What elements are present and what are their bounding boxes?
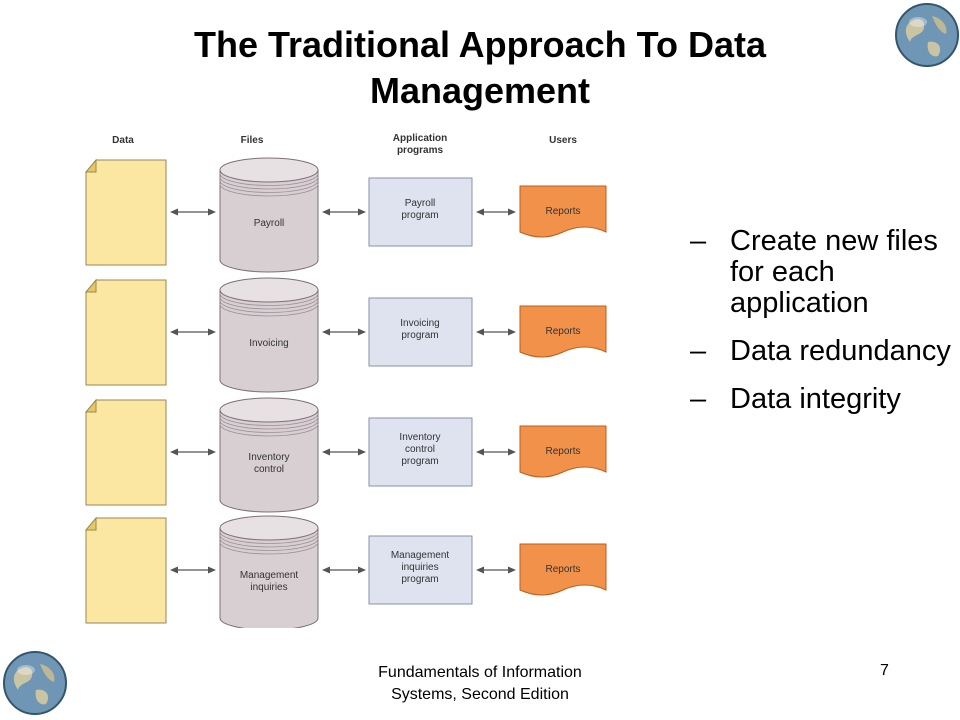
- bullet-item: –Create new files for each application: [690, 226, 958, 319]
- globe-icon: [3, 651, 67, 715]
- page-number: 7: [880, 662, 889, 679]
- cylinder-ring: [219, 423, 319, 437]
- data-file-arrow-head-left: [170, 566, 178, 574]
- file-program-arrow-head-left: [322, 208, 330, 216]
- data-document: [85, 399, 167, 506]
- program-box: [368, 417, 473, 487]
- data-document: [85, 279, 167, 386]
- column-header: Data: [112, 135, 134, 146]
- data-file-arrow-head-left: [170, 208, 178, 216]
- data-file-arrow-head-left: [170, 448, 178, 456]
- cylinder-top: [219, 397, 319, 423]
- cylinder-ring: [219, 413, 319, 426]
- cylinder-ring: [219, 531, 319, 544]
- program-user-arrow-head-right: [508, 328, 516, 336]
- document-fold: [84, 158, 97, 173]
- program-user-arrow-head-left: [476, 566, 484, 574]
- report-shape: [519, 305, 607, 358]
- cylinder-ring: [219, 541, 319, 555]
- file-program-arrow-head-right: [358, 208, 366, 216]
- cylinder-ring: [219, 183, 319, 197]
- cylinder-ring: [219, 176, 319, 190]
- program-user-arrow-head-right: [508, 208, 516, 216]
- program-box: [368, 297, 473, 367]
- report-shape: [519, 425, 607, 478]
- bullet-text: Data redundancy: [730, 335, 951, 367]
- program-user-arrow-head-right: [508, 566, 516, 574]
- cylinder-ring: [219, 296, 319, 310]
- footer-line: Fundamentals of Information: [378, 664, 582, 681]
- report-label: Reports: [545, 564, 580, 575]
- file-program-arrow-head-right: [358, 328, 366, 336]
- bullet-list: –Create new files for each application –…: [690, 226, 958, 432]
- file-cylinder: [219, 527, 319, 628]
- document-fold: [84, 398, 97, 413]
- bullet-dash: –: [690, 335, 707, 367]
- cylinder-ring: [219, 416, 319, 430]
- file-program-arrow-head-left: [322, 448, 330, 456]
- data-file-arrow-head-right: [208, 448, 216, 456]
- data-document: [85, 517, 167, 624]
- document-fold: [84, 516, 97, 531]
- data-file-arrow-head-right: [208, 208, 216, 216]
- program-box: [368, 177, 473, 247]
- file-cylinder: [219, 169, 319, 273]
- bullet-text: Data integrity: [730, 383, 901, 415]
- bullet-dash: –: [690, 225, 707, 257]
- cylinder-ring: [219, 173, 319, 186]
- document-fold: [84, 278, 97, 293]
- program-user-arrow-head-left: [476, 448, 484, 456]
- file-program-arrow-head-left: [322, 566, 330, 574]
- data-file-arrow-head-right: [208, 566, 216, 574]
- file-cylinder: [219, 409, 319, 513]
- cylinder-ring: [219, 534, 319, 548]
- cylinder-ring: [219, 180, 319, 193]
- cylinder-top: [219, 515, 319, 541]
- report-label: Reports: [545, 446, 580, 457]
- data-file-arrow-head-right: [208, 328, 216, 336]
- data-file-arrow-head-left: [170, 328, 178, 336]
- cylinder-top: [219, 157, 319, 183]
- program-box: [368, 535, 473, 605]
- program-user-arrow-head-left: [476, 208, 484, 216]
- cylinder-ring: [219, 300, 319, 313]
- cylinder-ring: [219, 303, 319, 317]
- cylinder-ring: [219, 538, 319, 551]
- data-document: [85, 159, 167, 266]
- column-header: Files: [241, 135, 264, 146]
- bullet-item: –Data integrity: [690, 384, 958, 415]
- cylinder-ring: [219, 293, 319, 306]
- bullet-dash: –: [690, 383, 707, 415]
- report-label: Reports: [545, 206, 580, 217]
- report-label: Reports: [545, 326, 580, 337]
- file-label: Payroll: [254, 218, 285, 229]
- cylinder-ring: [219, 420, 319, 433]
- footer-text: Fundamentals of Information Systems, Sec…: [330, 662, 630, 706]
- bullet-text: Create new files for each application: [730, 225, 938, 319]
- report-shape: [519, 185, 607, 238]
- footer-line: Systems, Second Edition: [391, 686, 569, 703]
- program-user-arrow-head-left: [476, 328, 484, 336]
- slide-title: The Traditional Approach To Data Managem…: [193, 24, 767, 111]
- cylinder-top: [219, 277, 319, 303]
- globe-icon: [895, 3, 959, 67]
- file-program-arrow-head-left: [322, 328, 330, 336]
- file-cylinder: [219, 289, 319, 393]
- file-label: Invoicing: [249, 338, 288, 349]
- report-shape: [519, 543, 607, 596]
- file-program-arrow-head-right: [358, 448, 366, 456]
- file-program-arrow-head-right: [358, 566, 366, 574]
- column-header: Users: [549, 135, 577, 146]
- program-user-arrow-head-right: [508, 448, 516, 456]
- bullet-item: –Data redundancy: [690, 336, 958, 367]
